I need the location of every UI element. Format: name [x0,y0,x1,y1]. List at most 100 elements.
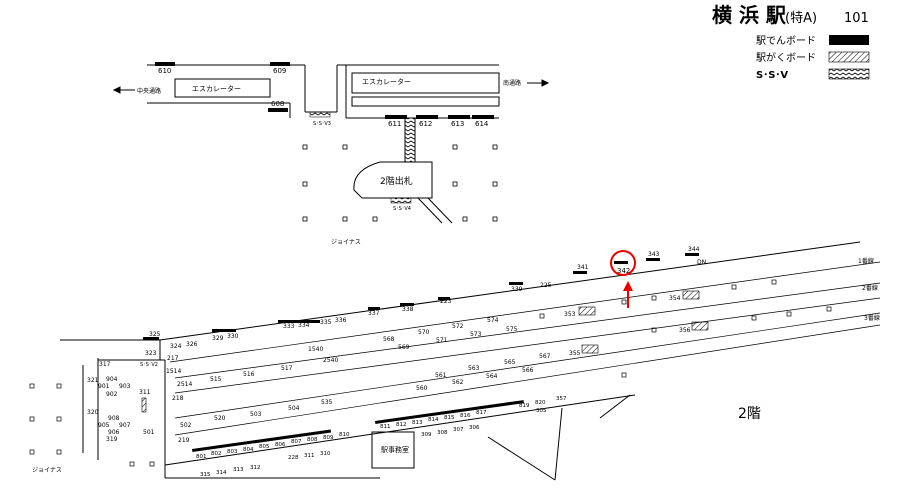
board-label: 306 [469,425,480,431]
legend-label-hatch: 駅がくボード [756,51,816,64]
board-label: 562 [452,379,464,386]
bottom-row-labels: 801 802 803 804 805 806 807 808 809 810 … [196,396,567,478]
board-label: 571 [436,337,448,344]
upper-boards [155,62,494,204]
board-label: 807 [291,439,302,445]
highlight-marker: 342 [610,250,636,308]
board-label: 307 [453,427,464,433]
board-label: 504 [288,405,300,412]
board-label: 901 [98,383,110,390]
board-label: 335 [320,319,332,326]
board-label: 905 [98,422,110,429]
joinus-lower-label: ジョイナス [32,467,62,474]
upper-board-labels: 610 609 608 611 612 613 614 [158,67,489,128]
track-label-2: 2番線 [862,284,878,292]
board-label: 563 [468,365,480,372]
board-label: 314 [216,470,227,476]
board-label: 814 [428,417,439,423]
board-label: 225 [540,282,552,289]
board-label: 323 [145,350,157,357]
ssv2-label: S･S･V2 [140,362,158,368]
board-label: 320 [87,409,99,416]
board-label: 608 [271,100,284,108]
board-label: 806 [275,442,286,448]
board-label: 612 [419,120,432,128]
board-label: 819 [519,403,530,409]
top-row-labels: 325 323 324 326 329 330 333 334 335 336 … [145,246,700,357]
board-label: 501 [143,429,155,436]
board-label: 812 [396,422,407,428]
board-label: 515 [210,376,222,383]
board-label: 503 [250,411,262,418]
inner-labels: 217 218 219 311 501 1514 2514 515 516 51… [139,295,691,444]
board-label: 805 [259,444,270,450]
gate-label: 2階出札 [380,175,413,187]
board-label: 809 [323,435,334,441]
ssv3-label: S･S･V3 [313,121,331,127]
board-label: 354 [669,295,681,302]
dn-label: DN [697,259,706,266]
board-label: 810 [339,432,350,438]
board-label: 817 [476,410,487,416]
board-label: 329 [212,335,224,342]
board-label: 611 [388,120,401,128]
board-label: 343 [648,251,660,258]
upper-pillars [302,144,498,222]
ssv4-label: S･S･V4 [393,206,411,212]
board-label: 336 [335,317,347,324]
board-label: 223 [440,298,452,305]
board-label: 325 [149,331,161,338]
board-label: 228 [288,455,299,461]
board-label: 312 [250,465,261,471]
board-label: 560 [416,385,428,392]
escalator-left-label: エスカレーター [192,84,241,93]
board-label: 324 [170,343,182,350]
board-label: 317 [99,361,111,368]
board-label: 313 [233,467,244,473]
legend-label-solid: 駅でんボード [756,35,816,47]
legend-swatch-solid [829,35,869,45]
board-label: 570 [418,329,430,336]
board-label: 902 [106,391,118,398]
board-label: 326 [186,341,198,348]
board-label: 569 [398,344,410,351]
board-label: 218 [172,395,184,402]
board-label: 330 [227,333,239,340]
board-label: 609 [273,67,286,75]
top-row-boards [143,253,699,340]
board-label: 310 [320,451,331,457]
track-lines [169,261,881,436]
board-label: 333 [283,323,295,330]
board-label: 906 [108,429,120,436]
board-label: 339 [511,286,523,293]
board-label: 356 [679,327,691,334]
title-block: 横 浜 駅 (特A) 101 [712,3,869,27]
board-label: 219 [178,437,190,444]
board-label: 311 [139,389,151,396]
upper-labels: エスカレーター エスカレーター 2階出札 S･S･V3 S･S･V4 ジョイナス… [137,77,521,246]
board-label: 811 [380,424,391,430]
board-label: 355 [569,350,581,357]
board-label: 357 [556,396,567,402]
platform-labels: ジョイナス 駅事務室 1番線 2番線 3番線 S･S･V2 2階 DN [32,257,880,474]
board-label: 341 [577,264,589,271]
board-label: 338 [402,306,414,313]
board-label: 516 [243,371,255,378]
joinus-upper-label: ジョイナス [331,239,361,246]
board-label: 2514 [177,381,192,388]
track-label-1: 1番線 [858,257,874,265]
escalator-right-label: エスカレーター [362,77,411,86]
board-label: 567 [539,353,551,360]
bottom-row-boards [191,400,524,452]
upper-concourse [147,64,500,224]
legend-label-zigzag: S･S･V [756,70,788,81]
board-label: 305 [536,408,547,414]
board-label: 1514 [166,368,181,375]
highlight-board [614,261,628,264]
board-label: 803 [227,449,238,455]
board-label: 816 [460,413,471,419]
board-label: 353 [564,311,576,318]
highlight-arrow-head-icon [623,281,633,291]
platform-outline [60,241,861,481]
